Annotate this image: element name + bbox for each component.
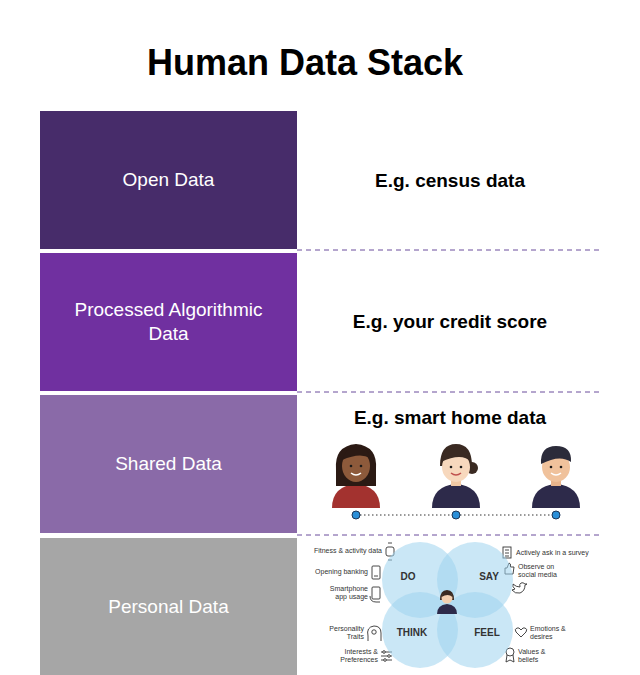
dashed-divider — [297, 392, 600, 393]
node-dot — [452, 511, 460, 519]
venn-label: SAY — [479, 571, 499, 582]
stack-layer: Shared Data — [40, 395, 297, 533]
heart-icon — [515, 628, 527, 637]
center-person-icon — [437, 590, 457, 614]
layer-name: Processed Algorithmic Data — [60, 298, 277, 346]
diagram-title: Human Data Stack — [0, 42, 610, 84]
node-dot — [352, 511, 360, 519]
phone-hand-icon — [370, 587, 380, 602]
data-source-label: Smartphone app usage — [326, 585, 368, 601]
person-icon — [332, 444, 380, 508]
example-text: E.g. smart home data — [354, 407, 546, 429]
row-dividers — [297, 250, 600, 535]
phone-icon — [372, 566, 380, 579]
venn-circle-fill — [437, 592, 513, 668]
data-source-label: Opening banking — [315, 568, 368, 576]
head-gear-icon — [368, 626, 381, 641]
stack-layer: Personal Data — [40, 538, 297, 675]
layer-name: Shared Data — [115, 452, 222, 476]
venn-circle: FEEL — [437, 592, 513, 668]
venn-label: FEEL — [474, 627, 500, 638]
data-source-label: Emotions & desires — [530, 625, 572, 641]
venn-label: THINK — [397, 627, 428, 638]
example-text: E.g. your credit score — [353, 311, 547, 333]
data-source-label: Values & beliefs — [518, 648, 560, 664]
data-source-label: Personality Traits — [324, 625, 364, 641]
data-source-label: Interests & Preferences — [336, 648, 378, 664]
dashed-divider — [297, 250, 600, 251]
connection-line — [352, 511, 560, 519]
example-text: E.g. census data — [375, 170, 525, 192]
person-icon — [432, 444, 480, 508]
twitter-icon — [512, 583, 527, 594]
stack-layer: Processed Algorithmic Data — [40, 253, 297, 391]
data-source-label: Actively ask in a survey — [516, 549, 589, 557]
dashed-divider — [297, 535, 600, 536]
node-dot — [552, 511, 560, 519]
data-source-label: Observe on social media — [518, 563, 566, 579]
data-source-label: Fitness & activity data — [314, 547, 382, 555]
venn-label: DO — [401, 571, 416, 582]
stack-layer: Open Data — [40, 111, 297, 249]
person-icon — [532, 446, 580, 508]
layer-name: Personal Data — [108, 595, 228, 619]
layer-name: Open Data — [123, 168, 215, 192]
